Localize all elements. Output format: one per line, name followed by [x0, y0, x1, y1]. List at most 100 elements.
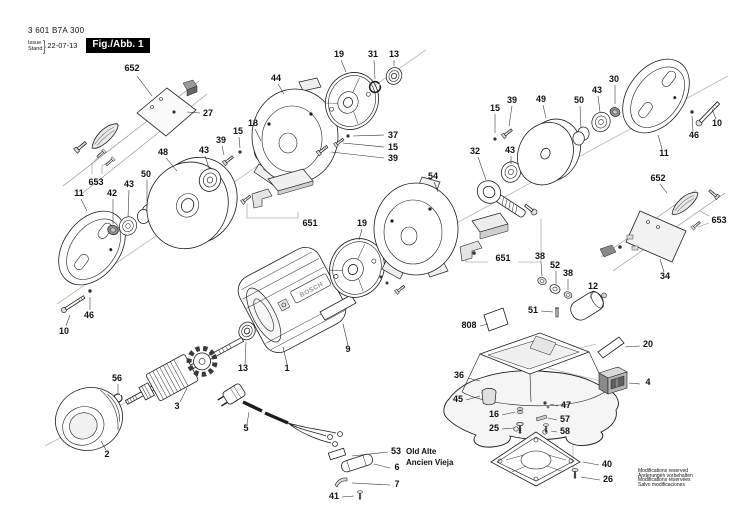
- type-number: 3 601 B7A 300: [28, 26, 85, 35]
- part-54-wheel-guard-right: [373, 176, 459, 280]
- callout-leader-20: [624, 345, 641, 348]
- callout-leader-1: [282, 346, 288, 365]
- part-callout-43: 43: [505, 145, 515, 155]
- callout-leader-53: [351, 451, 389, 457]
- part-46-pin-left: [88, 289, 92, 293]
- part-51-pin: [555, 307, 559, 318]
- callout-leader-39: [508, 105, 513, 127]
- part-651-tool-rest-left: [240, 168, 314, 209]
- callout-leader-11: [80, 198, 88, 212]
- part-48-grinding-wheel-left: [146, 156, 238, 250]
- callout-leader-19: [358, 228, 363, 241]
- part-callout-4: 4: [645, 377, 650, 387]
- part-callout-46: 46: [689, 130, 699, 140]
- callout-leader-41: [341, 495, 355, 498]
- part-callout-31: 31: [368, 49, 378, 59]
- part-4-switch: [598, 366, 628, 395]
- callout-leader-2: [100, 440, 107, 451]
- part-callout-25: 25: [489, 423, 499, 433]
- callout-leader-6: [373, 463, 391, 469]
- part-clamp-connector: [182, 79, 198, 97]
- note-53-line1: Old Alte: [406, 447, 437, 456]
- part-32-clamp-arm-right: [476, 180, 526, 218]
- part-callout-1: 1: [284, 363, 289, 373]
- part-callout-47: 47: [561, 400, 571, 410]
- callout-leader-50: [579, 105, 582, 129]
- part-callout-36: 36: [454, 370, 464, 380]
- part-callout-10: 10: [59, 326, 69, 336]
- part-callout-18: 18: [248, 118, 258, 128]
- part-16-nut: [516, 407, 524, 415]
- part-5-power-cord: [217, 383, 343, 447]
- part-callout-3: 3: [174, 401, 179, 411]
- callout-leader-36: [467, 377, 481, 382]
- callout-leader-48: [165, 157, 178, 172]
- part-callout-49: 49: [536, 94, 546, 104]
- callout-leader-46: [691, 115, 694, 132]
- callout-leader-652: [136, 75, 153, 97]
- part-10-bolt-left: [61, 295, 86, 313]
- callout-leader-19: [340, 59, 347, 73]
- part-callout-43: 43: [124, 179, 134, 189]
- part-13-ball-bearing-a: [383, 64, 405, 88]
- callout-leader-43: [597, 95, 601, 113]
- callout-leader-9: [342, 323, 349, 346]
- part-34-shield-plate-right: [625, 210, 687, 263]
- callout-leader-39: [330, 151, 385, 159]
- part-screws-set-b: [379, 275, 407, 295]
- part-15-washer-left: [238, 150, 242, 154]
- part-callout-12: 12: [588, 281, 598, 291]
- part-callout-43: 43: [199, 145, 209, 155]
- callout-leader-34: [659, 258, 665, 273]
- callout-leader-54: [433, 181, 439, 193]
- part-6-sleeve: [340, 453, 374, 473]
- part-26-screw: [571, 467, 579, 480]
- part-callout-42: 42: [107, 188, 117, 198]
- callout-leader-13: [244, 341, 247, 365]
- part-callout-651: 651: [495, 253, 510, 263]
- part-callout-44: 44: [271, 73, 281, 83]
- callout-leader-10: [65, 314, 71, 327]
- part-callout-11: 11: [74, 188, 84, 198]
- part-callout-40: 40: [602, 459, 612, 469]
- part-callout-651: 651: [302, 218, 317, 228]
- callout-leader-7: [351, 482, 391, 486]
- part-callout-45: 45: [453, 394, 463, 404]
- part-30-nut: [608, 105, 622, 119]
- part-651-tool-rest-right: [459, 203, 538, 262]
- callout-leader-18: [254, 128, 262, 142]
- part-36-base: [443, 332, 619, 448]
- part-41-screw: [356, 489, 364, 501]
- callout-leader-652: [659, 183, 668, 194]
- modifications-note: Modifications reserved Änderungen vorbeh…: [638, 469, 693, 488]
- callout-leader-808: [479, 323, 489, 327]
- part-callout-37: 37: [388, 130, 398, 140]
- part-callout-39: 39: [216, 135, 226, 145]
- part-10-bolt-right: [695, 101, 721, 127]
- callout-leader-40: [582, 461, 600, 466]
- part-callout-50: 50: [574, 95, 584, 105]
- part-screws-set-a: [315, 134, 350, 157]
- callout-leader-4: [628, 382, 641, 385]
- part-callout-43: 43: [592, 85, 602, 95]
- callout-leader-37: [352, 134, 385, 137]
- callout-leader-12: [589, 291, 594, 299]
- callout-leader-11: [657, 134, 663, 150]
- callout-leader-45: [465, 395, 481, 401]
- part-44-wheel-guard-left: [251, 77, 339, 188]
- part-27-shield-plate: [136, 87, 197, 137]
- part-652-guard-holder-set-right: [599, 188, 721, 258]
- part-808-sticker: [483, 307, 509, 332]
- part-callout-32: 32: [470, 146, 480, 156]
- part-callout-39: 39: [507, 95, 517, 105]
- part-20-sticker: [597, 336, 625, 359]
- callout-leader-58: [550, 430, 558, 433]
- part-callout-13: 13: [238, 363, 248, 373]
- callout-leader-32: [477, 156, 487, 181]
- part-callout-11: 11: [659, 148, 669, 158]
- callout-leader-15: [238, 136, 241, 149]
- part-callout-13: 13: [389, 49, 399, 59]
- part-45-rubber-foot: [481, 388, 497, 406]
